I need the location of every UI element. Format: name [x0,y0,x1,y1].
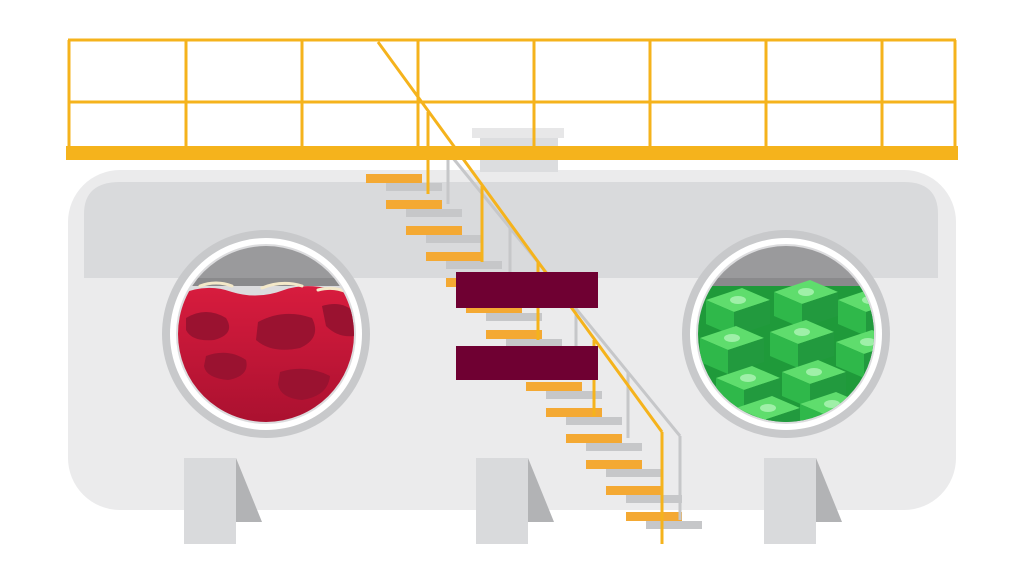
tank-top-cap [472,128,564,138]
catwalk-deck [66,146,958,160]
tank-legs [184,458,842,544]
redaction-bar-bottom [456,346,598,380]
leg-left [184,458,262,544]
catwalk-railing [66,38,958,160]
leg-right [764,458,842,544]
window-left [162,230,370,438]
redaction-bar-top [456,272,598,308]
leg-middle [476,458,554,544]
money-stacks [698,280,874,422]
window-right [682,230,890,438]
redaction-bars [456,272,598,380]
liquid [178,281,354,422]
